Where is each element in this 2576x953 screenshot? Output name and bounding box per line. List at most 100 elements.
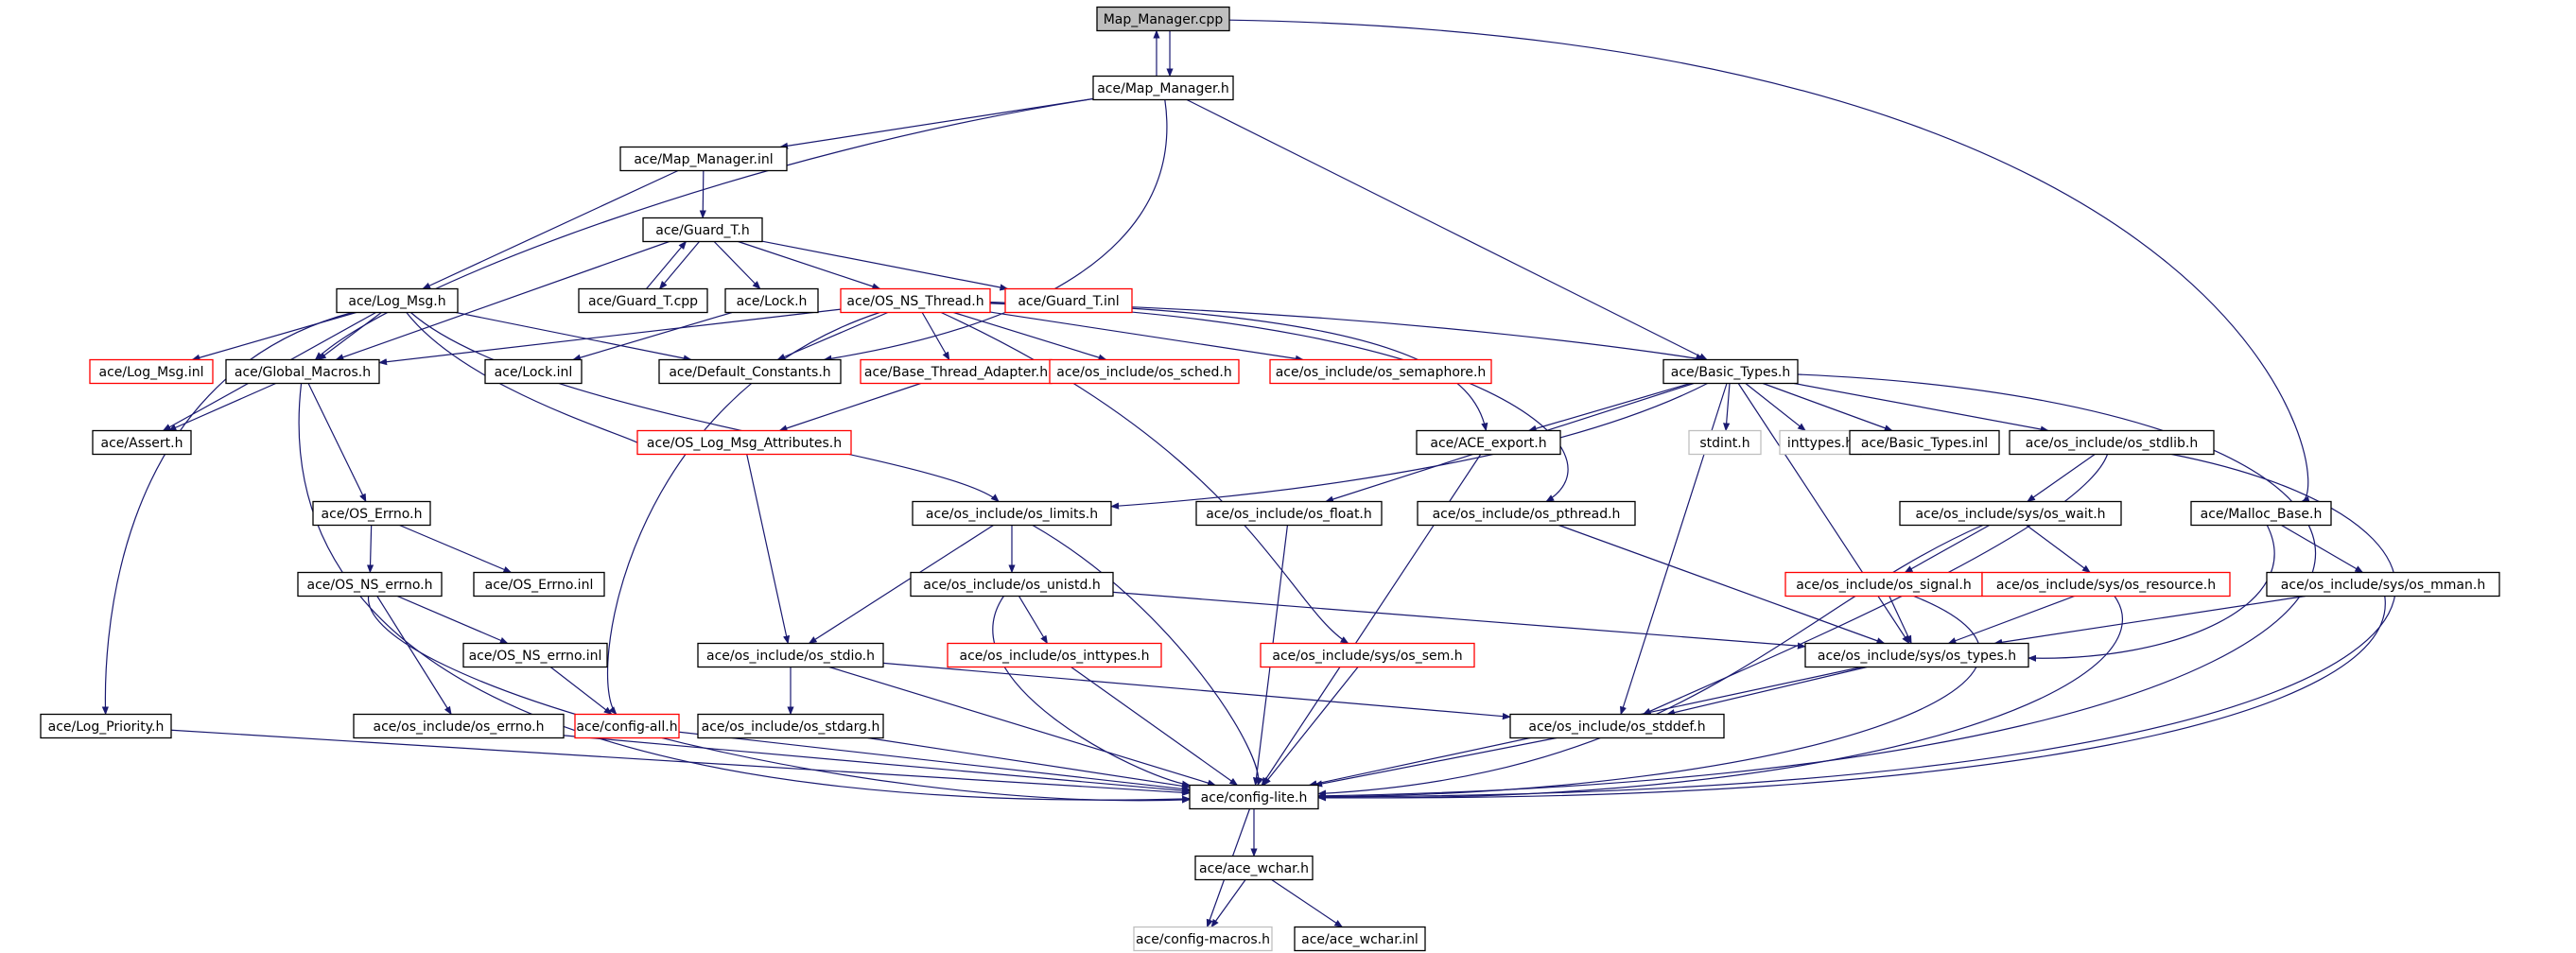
node-ace-os-include-os-signal-h[interactable]: ace/os_include/os_signal.h — [1784, 571, 1983, 598]
node-ace-os-include-sys-os-wait-h[interactable]: ace/os_include/sys/os_wait.h — [1899, 500, 2122, 527]
node-ace-os-include-os-stddef-h[interactable]: ace/os_include/os_stddef.h — [1509, 713, 1725, 739]
edge-os_errno_h-to-os_ns_errno_h — [366, 525, 374, 574]
node-box — [225, 358, 380, 385]
edge-os_ns_thread-to-global_macros — [378, 308, 842, 366]
node-ace-guard-t-h[interactable]: ace/Guard_T.h — [642, 217, 763, 243]
node-ace-os-include-sys-os-types-h[interactable]: ace/os_include/sys/os_types.h — [1804, 642, 2029, 668]
edge-config_all-to-config_lite — [678, 731, 1191, 792]
edge-os_ns_thread-to-base_thread — [921, 312, 950, 361]
node-ace-config-lite-h[interactable]: ace/config-lite.h — [1189, 784, 1319, 810]
node-ace-ace-wchar-inl[interactable]: ace/ace_wchar.inl — [1294, 926, 1426, 952]
node-label: ace/Log_Priority.h — [48, 719, 165, 735]
node-label: ace/os_include/os_limits.h — [926, 507, 1098, 522]
node-label: ace/os_include/sys/os_sem.h — [1272, 649, 1462, 664]
edge-malloc_base-to-sys_types — [2028, 525, 2275, 662]
edge-basic_types_h-to-ace_export — [1527, 382, 1691, 432]
node-box — [1004, 287, 1133, 314]
node-ace-default-constants-h[interactable]: ace/Default_Constants.h — [658, 358, 842, 385]
node-box — [724, 287, 819, 314]
node-ace-base-thread-adapter-h[interactable]: ace/Base_Thread_Adapter.h — [860, 358, 1053, 385]
edge-log_msg_h-to-default_constants — [456, 311, 692, 362]
node-ace-os-include-os-unistd-h[interactable]: ace/os_include/os_unistd.h — [910, 571, 1114, 598]
node-ace-os-include-os-semaphore-h[interactable]: ace/os_include/os_semaphore.h — [1269, 358, 1492, 385]
node-ace-lock-h[interactable]: ace/Lock.h — [724, 287, 819, 314]
edge-os_log_attr-to-os_stdio — [746, 454, 791, 645]
node-ace-os-include-os-limits-h[interactable]: ace/os_include/os_limits.h — [912, 500, 1112, 527]
node-box — [1981, 571, 2231, 598]
node-ace-os-include-os-inttypes-h[interactable]: ace/os_include/os_inttypes.h — [947, 642, 1162, 668]
node-label: ace/os_include/os_semaphore.h — [1276, 365, 1487, 380]
node-ace-os-include-os-stdlib-h[interactable]: ace/os_include/os_stdlib.h — [2009, 429, 2215, 456]
node-ace-os-include-sys-os-sem-h[interactable]: ace/os_include/sys/os_sem.h — [1260, 642, 1475, 668]
node-box — [473, 571, 605, 598]
edge-os_ns_thread-to-ace_export — [989, 302, 1488, 432]
node-box — [1662, 358, 1799, 385]
node-label: ace/OS_Log_Msg_Attributes.h — [647, 436, 842, 451]
node-box — [1416, 429, 1561, 456]
node-label: ace/Map_Manager.h — [1097, 81, 1229, 96]
edge-malloc_base-to-sys_mman — [2281, 524, 2364, 574]
edge-os_stdlib-to-config_lite — [1317, 453, 2396, 801]
node-ace-config-all-h[interactable]: ace/config-all.h — [574, 713, 680, 739]
edge-guard_h-to-global_macros — [335, 240, 670, 361]
edge-sys_resource-to-sys_types — [1947, 595, 2075, 645]
node-label: ace/os_include/os_signal.h — [1796, 578, 1972, 593]
node-box — [1260, 642, 1475, 668]
edge-os_errno_inc-to-config_lite — [563, 735, 1191, 794]
node-box — [1092, 75, 1234, 101]
node-ace-os-errno-h[interactable]: ace/OS_Errno.h — [312, 500, 431, 527]
node-label: ace/Log_Msg.h — [348, 294, 445, 309]
node-box — [658, 358, 842, 385]
node-ace-os-include-os-pthread-h[interactable]: ace/os_include/os_pthread.h — [1417, 500, 1636, 527]
edge-os_unistd-to-os_inttypes — [1018, 596, 1049, 645]
node-ace-config-macros-h[interactable]: ace/config-macros.h — [1133, 926, 1273, 952]
node-ace-assert-h[interactable]: ace/Assert.h — [92, 429, 192, 456]
edge-global_macros-to-assert_h — [167, 382, 276, 432]
node-ace-lock-inl[interactable]: ace/Lock.inl — [484, 358, 583, 385]
node-ace-log-priority-h[interactable]: ace/Log_Priority.h — [40, 713, 172, 739]
node-label: ace/Basic_Types.h — [1671, 365, 1790, 380]
node-ace-os-ns-errno-h[interactable]: ace/OS_NS_errno.h — [297, 571, 443, 598]
node-ace-os-ns-thread-h[interactable]: ace/OS_NS_Thread.h — [840, 287, 991, 314]
node-ace-map-manager-h[interactable]: ace/Map_Manager.h — [1092, 75, 1234, 101]
node-ace-ace-wchar-h[interactable]: ace/ace_wchar.h — [1194, 855, 1314, 881]
node-box — [697, 642, 884, 668]
edge-os_stddef-to-config_lite — [1314, 736, 1558, 788]
node-ace-log-msg-inl[interactable]: ace/Log_Msg.inl — [89, 358, 214, 385]
node-stdint-h[interactable]: stdint.h — [1688, 429, 1762, 456]
node-ace-malloc-base-h[interactable]: ace/Malloc_Base.h — [2190, 500, 2332, 527]
node-inttypes-h[interactable]: inttypes.h — [1779, 429, 1862, 456]
node-ace-map-manager-inl[interactable]: ace/Map_Manager.inl — [619, 146, 788, 172]
edge-os_signal-to-sys_types — [1888, 596, 1912, 645]
node-ace-os-include-os-stdio-h[interactable]: ace/os_include/os_stdio.h — [697, 642, 884, 668]
node-ace-guard-t-cpp[interactable]: ace/Guard_T.cpp — [578, 287, 708, 314]
node-ace-basic-types-inl[interactable]: ace/Basic_Types.inl — [1849, 429, 2000, 456]
node-ace-os-include-os-stdarg-h[interactable]: ace/os_include/os_stdarg.h — [697, 713, 884, 739]
node-ace-os-include-os-errno-h[interactable]: ace/os_include/os_errno.h — [353, 713, 565, 739]
edge-log_priority-to-config_lite — [170, 729, 1191, 796]
node-label: ace/Malloc_Base.h — [2201, 507, 2323, 522]
edge-root-to-malloc_base — [1228, 19, 2310, 503]
edge-map_inl-to-log_msg_h — [422, 169, 679, 290]
node-ace-basic-types-h[interactable]: ace/Basic_Types.h — [1662, 358, 1799, 385]
node-ace-os-ns-errno-inl[interactable]: ace/OS_NS_errno.inl — [462, 642, 608, 668]
node-ace-os-errno-inl[interactable]: ace/OS_Errno.inl — [473, 571, 605, 598]
node-ace-os-log-msg-attributes-h[interactable]: ace/OS_Log_Msg_Attributes.h — [636, 429, 852, 456]
node-label: ace/os_include/os_inttypes.h — [960, 649, 1150, 664]
edge-os_signal-to-config_lite — [1317, 595, 1981, 801]
node-map-manager-cpp[interactable]: Map_Manager.cpp — [1096, 6, 1230, 32]
node-ace-os-include-os-float-h[interactable]: ace/os_include/os_float.h — [1195, 500, 1383, 527]
node-ace-guard-t-inl[interactable]: ace/Guard_T.inl — [1004, 287, 1133, 314]
edge-os_stdarg-to-config_lite — [867, 736, 1191, 789]
node-box — [860, 358, 1053, 385]
node-box — [642, 217, 763, 243]
node-label: ace/OS_Errno.h — [322, 507, 423, 522]
node-ace-os-include-os-sched-h[interactable]: ace/os_include/os_sched.h — [1049, 358, 1240, 385]
node-ace-ace-export-h[interactable]: ace/ACE_export.h — [1416, 429, 1561, 456]
edge-basic_types_h-to-basic_types_inl — [1762, 382, 1893, 432]
node-ace-global-macros-h[interactable]: ace/Global_Macros.h — [225, 358, 380, 385]
node-ace-log-msg-h[interactable]: ace/Log_Msg.h — [336, 287, 459, 314]
edge-sys_resource-to-config_lite — [1317, 596, 2124, 802]
node-ace-os-include-sys-os-mman-h[interactable]: ace/os_include/sys/os_mman.h — [2266, 571, 2500, 598]
node-ace-os-include-sys-os-resource-h[interactable]: ace/os_include/sys/os_resource.h — [1981, 571, 2231, 598]
